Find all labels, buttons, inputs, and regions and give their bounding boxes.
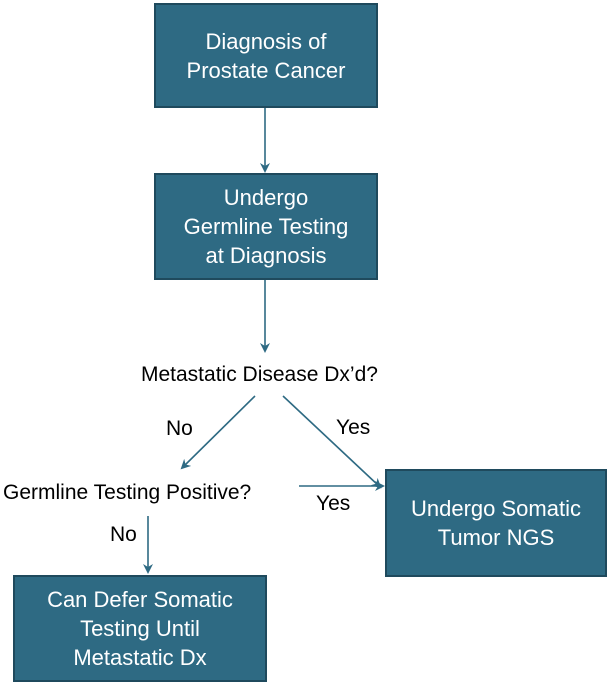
arrow-metastatic-yes [282, 395, 382, 489]
arrow-metastatic-no [180, 395, 256, 470]
germline-positive-decision-label: Germline Testing Positive? [3, 481, 252, 504]
defer-somatic-box: Can Defer Somatic Testing Until Metastat… [13, 575, 267, 682]
edge-label-metastatic-no: No [166, 417, 193, 440]
edge-label-metastatic-yes: Yes [336, 416, 371, 439]
somatic-ngs-box: Undergo Somatic Tumor NGS [385, 469, 607, 577]
diagnosis-label: Diagnosis of Prostate Cancer [186, 28, 346, 83]
edge-label-germline-yes: Yes [316, 492, 351, 515]
metastatic-decision-label: Metastatic Disease Dx’d? [141, 363, 378, 386]
somatic-ngs-label: Undergo Somatic Tumor NGS [411, 496, 581, 550]
defer-somatic-label: Can Defer Somatic Testing Until Metastat… [47, 587, 233, 670]
germline-testing-box: Undergo Germline Testing at Diagnosis [154, 173, 378, 280]
diagnosis-box: Diagnosis of Prostate Cancer [154, 3, 378, 108]
germline-testing-label: Undergo Germline Testing at Diagnosis [183, 185, 349, 268]
edge-label-germline-no: No [110, 523, 137, 546]
